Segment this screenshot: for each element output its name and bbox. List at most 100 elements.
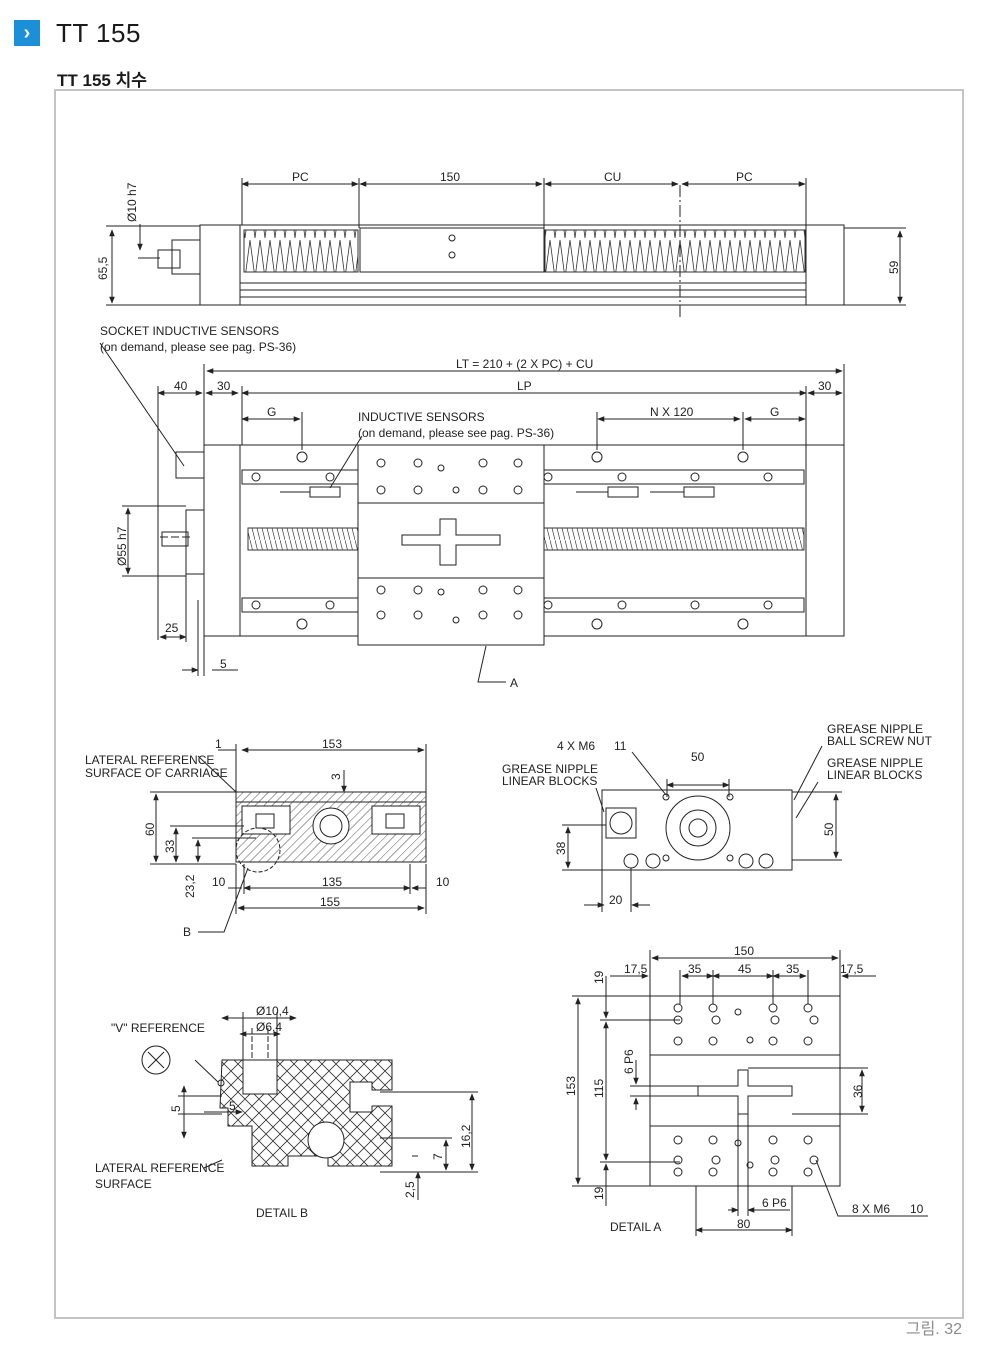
dim-45: 45: [738, 962, 752, 976]
dim-lt-formula: LT = 210 + (2 X PC) + CU: [456, 357, 593, 371]
grease-nipple-right-note: LINEAR BLOCKS: [827, 768, 922, 782]
dim-n-x-120: N X 120: [650, 405, 694, 419]
carriage-holes: [376, 458, 523, 624]
side-view: [106, 178, 906, 318]
motor-flange: [665, 795, 731, 861]
detail-b: [141, 1012, 478, 1200]
carriage-top-plate: [649, 995, 841, 1187]
dim-shaft-diameter: Ø10 h7: [125, 182, 139, 222]
dim-cu: CU: [604, 170, 621, 184]
dim-17-5-left: 17,5: [624, 962, 648, 976]
chevron-right-icon: ›: [14, 20, 40, 46]
figure-label: 그림. 32: [905, 1321, 962, 1338]
ref-a: A: [510, 676, 518, 690]
end-view: [562, 745, 842, 912]
dim-25: 25: [165, 621, 179, 635]
grease-nipple-linear-label: GREASE NIPPLE: [502, 762, 598, 776]
m6-8-holes-depth: 10: [910, 1202, 924, 1216]
lateral-reference-label: LATERAL REFERENCE: [85, 753, 214, 767]
detail-a-cross-slot: [697, 1069, 793, 1115]
grease-nipple-right-label: GREASE NIPPLE: [827, 756, 923, 770]
grease-nipple-ballscrew-note: BALL SCREW NUT: [827, 734, 933, 748]
carriage-cross-slot: [401, 518, 501, 566]
plan-view: [99, 342, 845, 683]
dim-60: 60: [143, 822, 157, 836]
dim-50-horizontal: 50: [691, 750, 705, 764]
end-view-body: [601, 789, 793, 871]
dim-153: 153: [322, 737, 342, 751]
dim-36: 36: [851, 1084, 865, 1098]
dim-20: 20: [609, 893, 623, 907]
m6-holes-label: 4 X M6: [557, 739, 595, 753]
socket-sensors-label: SOCKET INDUCTIVE SENSORS: [100, 324, 279, 338]
dim-7: 7: [431, 1153, 445, 1160]
dim-80: 80: [737, 1217, 751, 1231]
dim-23-2: 23,2: [183, 874, 197, 898]
page-title: TT 155: [56, 17, 141, 48]
dim-dia-6-4: Ø6,4: [256, 1020, 282, 1034]
grease-nipple-linear-note: LINEAR BLOCKS: [502, 774, 597, 788]
dim-diameter-55: Ø55 h7: [115, 526, 129, 566]
m6-holes-depth: 11: [614, 739, 627, 753]
dim-115: 115: [592, 1079, 606, 1098]
dim-lp: LP: [517, 379, 532, 393]
grease-nipple-ballscrew-label: GREASE NIPPLE: [827, 722, 923, 736]
dim-155: 155: [320, 895, 340, 909]
dim-30-left: 30: [217, 379, 231, 393]
lateral-reference-note: SURFACE OF CARRIAGE: [85, 766, 228, 780]
lateral-reference-b-label: LATERAL REFERENCE: [95, 1161, 224, 1175]
dim-19-top: 19: [592, 970, 606, 984]
dim-17-5-right: 17,5: [840, 962, 864, 976]
drawing-frame: [54, 89, 964, 1319]
dim-2-5: 2,5: [403, 1181, 417, 1198]
bellows-right: [544, 229, 806, 273]
dim-30-right: 30: [818, 379, 832, 393]
ref-b: B: [183, 925, 191, 939]
dim-33: 33: [163, 839, 177, 853]
dim-40: 40: [174, 379, 188, 393]
connector: [609, 811, 633, 835]
dim-3: 3: [329, 773, 343, 780]
cross-section-view: [150, 744, 427, 933]
dim-16-2: 16,2: [459, 1124, 473, 1148]
detail-a-caption: DETAIL A: [610, 1220, 661, 1234]
dim-pc-right: PC: [736, 170, 753, 184]
carriage-side: [359, 227, 545, 273]
section-subtitle: TT 155 치수: [57, 71, 147, 90]
m6-8-holes-label: 8 X M6: [852, 1202, 890, 1216]
dim-g-right: G: [770, 405, 779, 419]
dim-19-bottom: 19: [592, 1186, 606, 1200]
dim-35-right: 35: [786, 962, 800, 976]
dim-5-vertical: 5: [169, 1105, 183, 1112]
section-header: › TT 155: [14, 16, 141, 50]
dim-150: 150: [440, 170, 460, 184]
rail-holes: [251, 451, 773, 630]
detail-b-caption: DETAIL B: [256, 1206, 308, 1220]
socket-sensors-note: (on demand, please see pag. PS-36): [100, 340, 296, 354]
dim-g-left: G: [267, 405, 276, 419]
lateral-reference-b-note: SURFACE: [95, 1177, 152, 1191]
dim-6-p6-horizontal: 6 P6: [762, 1196, 787, 1210]
dim-5: 5: [220, 657, 227, 671]
dim-10-right: 10: [436, 875, 450, 889]
dim-height-65-5: 65,5: [96, 256, 110, 280]
dim-height-59: 59: [887, 260, 901, 274]
dim-150-detail-a: 150: [734, 944, 754, 958]
inductive-sensors: [280, 486, 715, 498]
dim-135: 135: [322, 875, 342, 889]
v-reference-symbol: [141, 1045, 171, 1075]
dim-6-p6-vertical: 6 P6: [622, 1049, 636, 1074]
dim-pc-left: PC: [292, 170, 309, 184]
dim-50-vertical: 50: [822, 822, 836, 836]
dim-153-detail-a: 153: [564, 1076, 578, 1096]
detail-a-holes: [673, 1003, 819, 1177]
dim-35-left: 35: [688, 962, 702, 976]
dim-dia-10-4: Ø10,4: [256, 1004, 289, 1018]
dim-1: 1: [215, 737, 222, 751]
v-reference-label: "V" REFERENCE: [111, 1021, 205, 1035]
bellows-left: [243, 229, 359, 273]
inductive-sensors-note: (on demand, please see pag. PS-36): [358, 426, 554, 440]
dim-10-left: 10: [212, 875, 226, 889]
inductive-sensors-label: INDUCTIVE SENSORS: [358, 410, 485, 424]
